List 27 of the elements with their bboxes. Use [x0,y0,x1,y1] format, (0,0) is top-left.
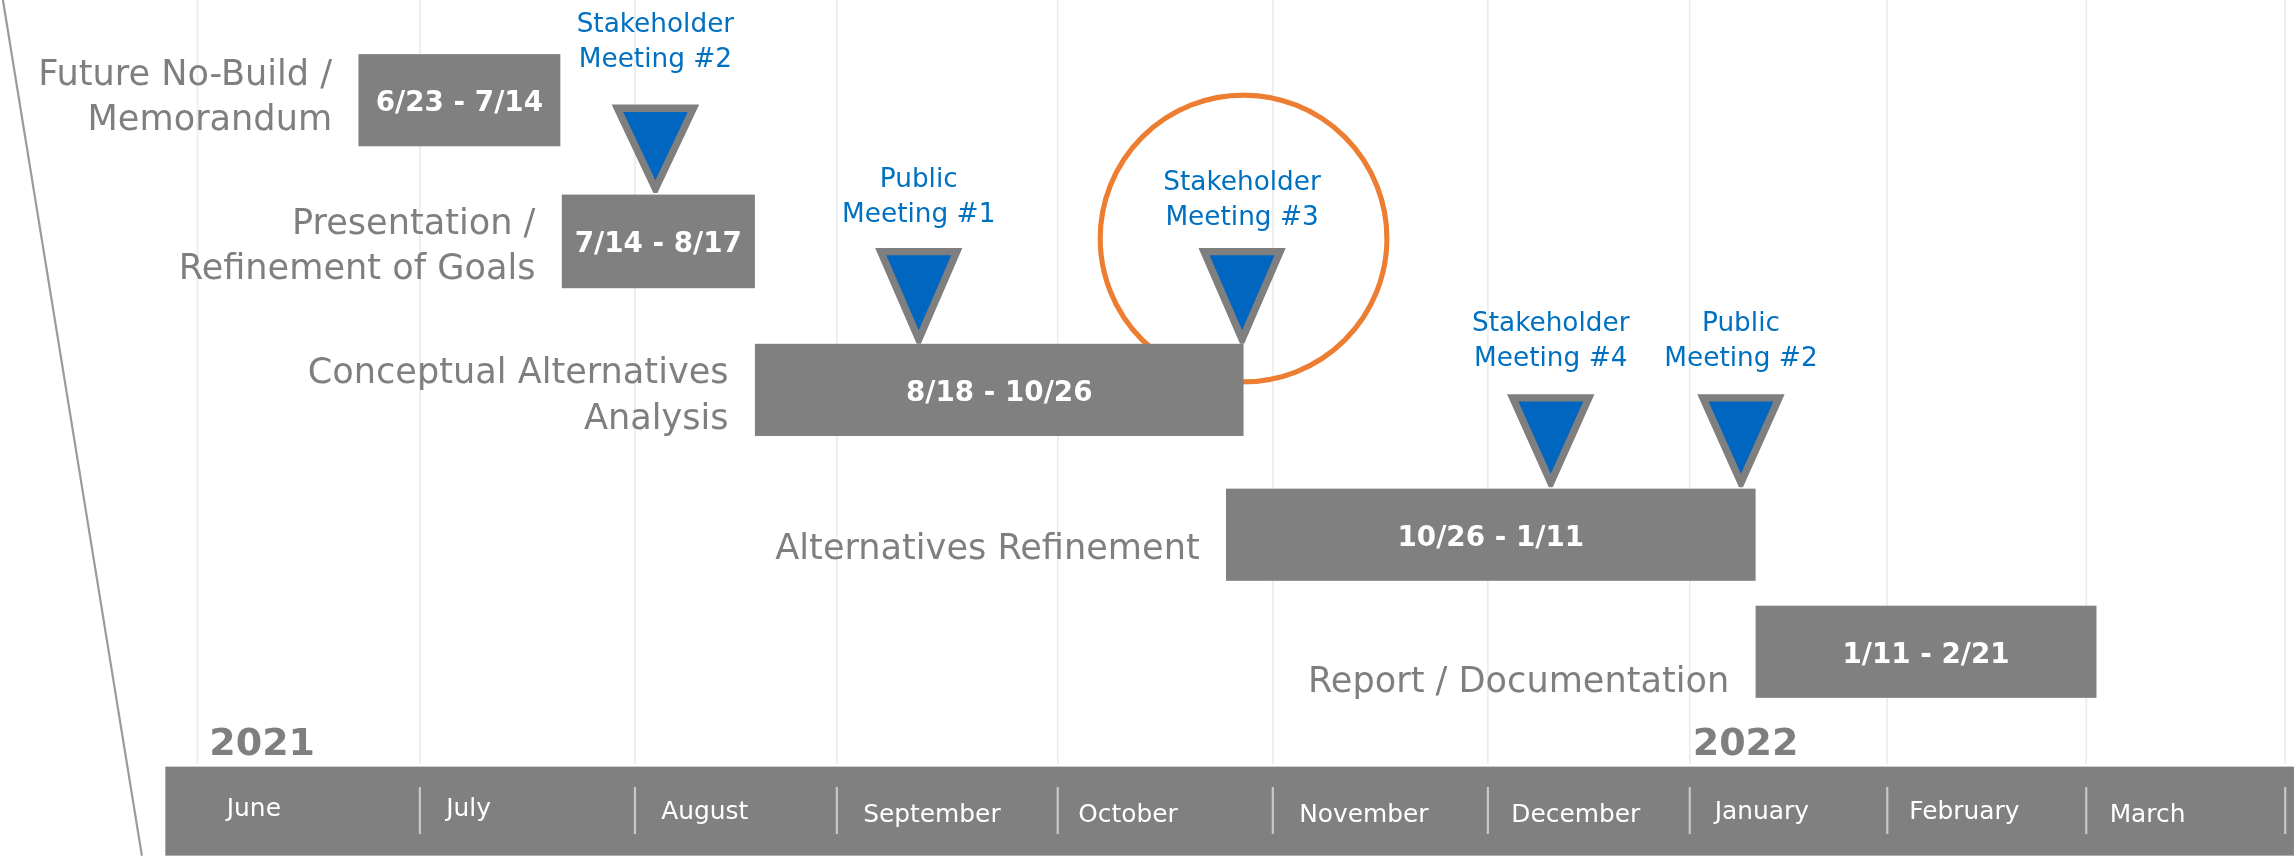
date-range: 10/26 - 1/11 [1397,518,1585,551]
milestone-label: Public Meeting #1 [841,161,997,231]
phase-label: Future No-Build / Memorandum [37,51,333,141]
month-label: November [1299,798,1429,829]
month-label: March [2109,798,2186,829]
month-label: February [1909,795,2020,826]
month-label: January [1714,795,1809,826]
date-range: 8/18 - 10/26 [905,373,1093,406]
month-label: October [1078,798,1178,829]
month-label: August [661,795,749,826]
year-label: 2021 [209,719,316,764]
phase-label: Conceptual Alternatives Analysis [306,350,729,440]
milestone-label: Stakeholder Meeting #4 [1471,304,1631,374]
month-label: September [863,798,1001,829]
month-label: July [446,792,491,823]
milestone-label: Stakeholder Meeting #3 [1162,164,1322,234]
phase-label: Alternatives Refinement [774,525,1200,570]
year-label: 2022 [1692,719,1799,764]
date-range: 6/23 - 7/14 [375,84,543,117]
milestone-label: Stakeholder Meeting #2 [575,6,736,76]
month-label: June [226,792,281,823]
phase-label: Presentation / Refinement of Goals [177,200,536,291]
month-label: December [1511,798,1641,829]
date-range: 1/11 - 2/21 [1842,635,2010,668]
milestone-label: Public Meeting #2 [1663,304,1819,374]
phase-label: Report / Documentation [1307,658,1730,703]
date-range: 7/14 - 8/17 [574,225,742,258]
